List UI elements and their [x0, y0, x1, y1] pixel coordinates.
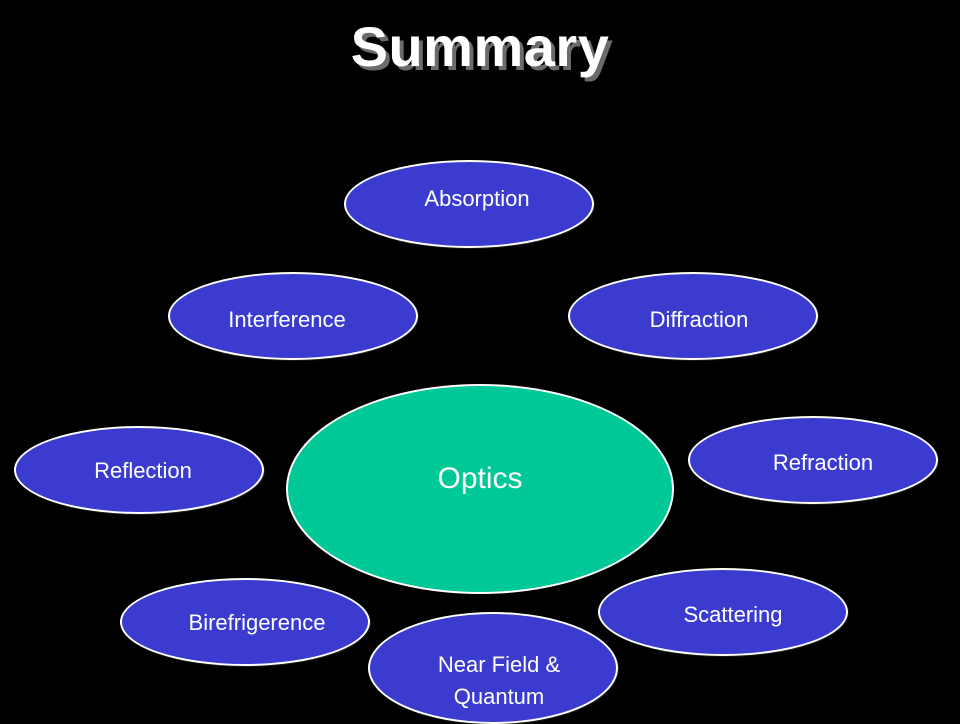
node-near-field-label-line1: Near Field &	[437, 652, 561, 677]
center-node-label: Optics	[437, 462, 523, 495]
node-refraction: Refraction	[688, 416, 938, 504]
node-reflection: Reflection	[14, 426, 264, 514]
node-diffraction-label: Diffraction	[649, 307, 749, 332]
node-interference-label: Interference	[228, 307, 346, 332]
node-diffraction: Diffraction	[568, 272, 818, 360]
node-refraction-label: Refraction	[772, 450, 874, 475]
slide-title: Summary	[350, 15, 610, 78]
center-node-optics: Optics	[286, 384, 674, 594]
node-near-field-label-line2: Quantum	[453, 684, 545, 709]
node-reflection-label: Reflection	[94, 458, 192, 483]
node-scattering-label: Scattering	[683, 602, 783, 627]
node-near-field-quantum: Near Field & Quantum	[368, 612, 618, 724]
node-absorption: Absorption	[344, 160, 594, 248]
node-interference: Interference	[168, 272, 418, 360]
node-birefrigerence: Birefrigerence	[120, 578, 370, 666]
node-birefrigerence-label: Birefrigerence	[188, 610, 326, 635]
node-scattering: Scattering	[598, 568, 848, 656]
node-absorption-label: Absorption	[424, 186, 530, 211]
